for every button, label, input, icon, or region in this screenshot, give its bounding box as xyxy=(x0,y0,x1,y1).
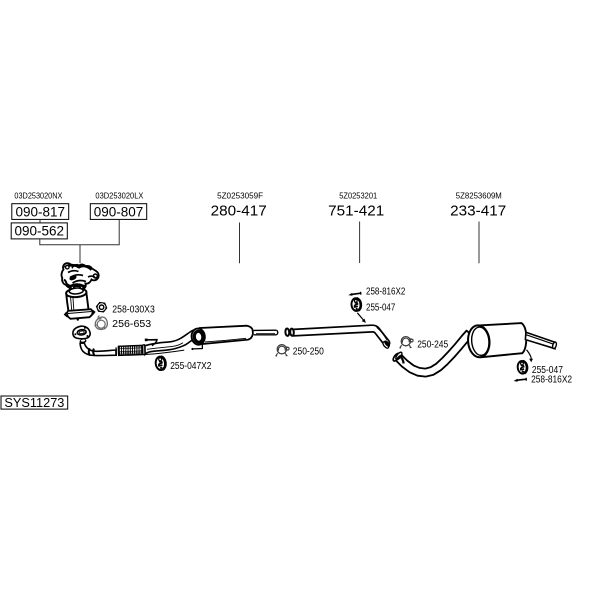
svg-text:250-250: 250-250 xyxy=(293,347,324,358)
svg-text:280-417: 280-417 xyxy=(211,203,267,219)
svg-text:5Z8253609M: 5Z8253609M xyxy=(456,191,502,201)
svg-text:751-421: 751-421 xyxy=(328,203,384,219)
svg-text:256-653: 256-653 xyxy=(112,319,151,330)
svg-text:SYS11273: SYS11273 xyxy=(4,395,64,410)
svg-text:233-417: 233-417 xyxy=(450,203,506,219)
svg-text:255-047X2: 255-047X2 xyxy=(170,361,212,372)
svg-text:090-562: 090-562 xyxy=(15,223,65,239)
svg-text:258-030X3: 258-030X3 xyxy=(112,304,155,315)
svg-text:250-245: 250-245 xyxy=(417,339,448,350)
svg-text:255-047: 255-047 xyxy=(366,303,396,314)
svg-text:090-817: 090-817 xyxy=(16,203,66,219)
svg-text:5Z0253201: 5Z0253201 xyxy=(339,191,377,201)
svg-text:258-816X2: 258-816X2 xyxy=(531,375,572,386)
svg-text:03D253020LX: 03D253020LX xyxy=(95,191,143,201)
svg-text:255-047: 255-047 xyxy=(532,365,563,376)
svg-text:090-807: 090-807 xyxy=(94,203,144,219)
svg-text:03D253020NX: 03D253020NX xyxy=(14,191,62,201)
svg-text:5Z0253059F: 5Z0253059F xyxy=(217,191,263,201)
svg-text:258-816X2: 258-816X2 xyxy=(366,287,406,298)
